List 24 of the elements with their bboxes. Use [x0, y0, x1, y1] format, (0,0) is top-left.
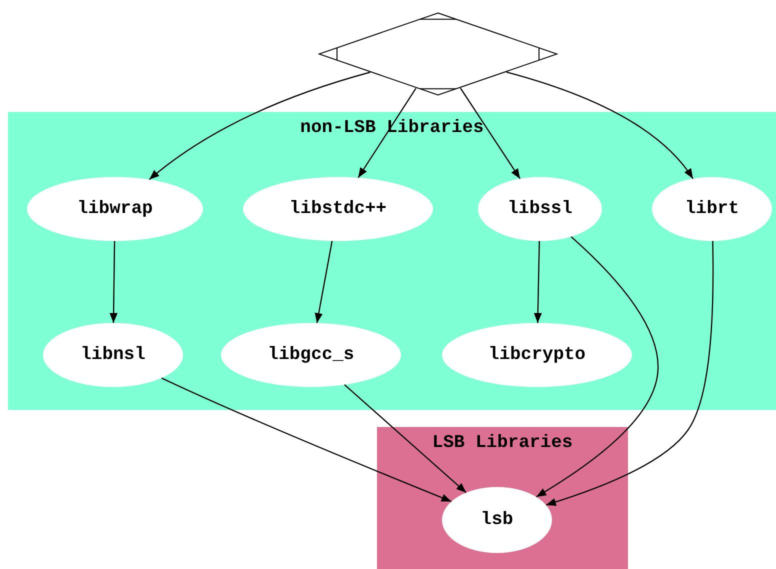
node-label: librt: [684, 199, 739, 219]
node-label: libwrap: [77, 199, 153, 219]
diamond-node: [318, 12, 558, 96]
node-label: libgcc_s: [268, 345, 354, 365]
arrow: [536, 236, 659, 498]
cluster-panel: [8, 112, 776, 410]
node-label: libssl: [508, 199, 572, 219]
arrow: [314, 240, 333, 324]
arrow: [344, 384, 467, 494]
cluster-title: LSB Libraries: [432, 433, 573, 453]
arrow: [534, 240, 542, 324]
arrow: [506, 71, 694, 179]
arrow: [161, 378, 452, 502]
node-label: lsb: [480, 510, 514, 530]
node-label: libstdc++: [289, 199, 387, 219]
cluster-panel: [377, 427, 628, 569]
arrow: [460, 88, 521, 180]
arrow: [110, 241, 118, 323]
cluster-title: non-LSB Libraries: [300, 118, 484, 138]
node-label: libnsl: [80, 345, 146, 365]
arrow: [358, 88, 416, 178]
arrow: [546, 241, 714, 506]
arrow: [148, 72, 370, 180]
node-label: libcrypto: [488, 345, 586, 365]
